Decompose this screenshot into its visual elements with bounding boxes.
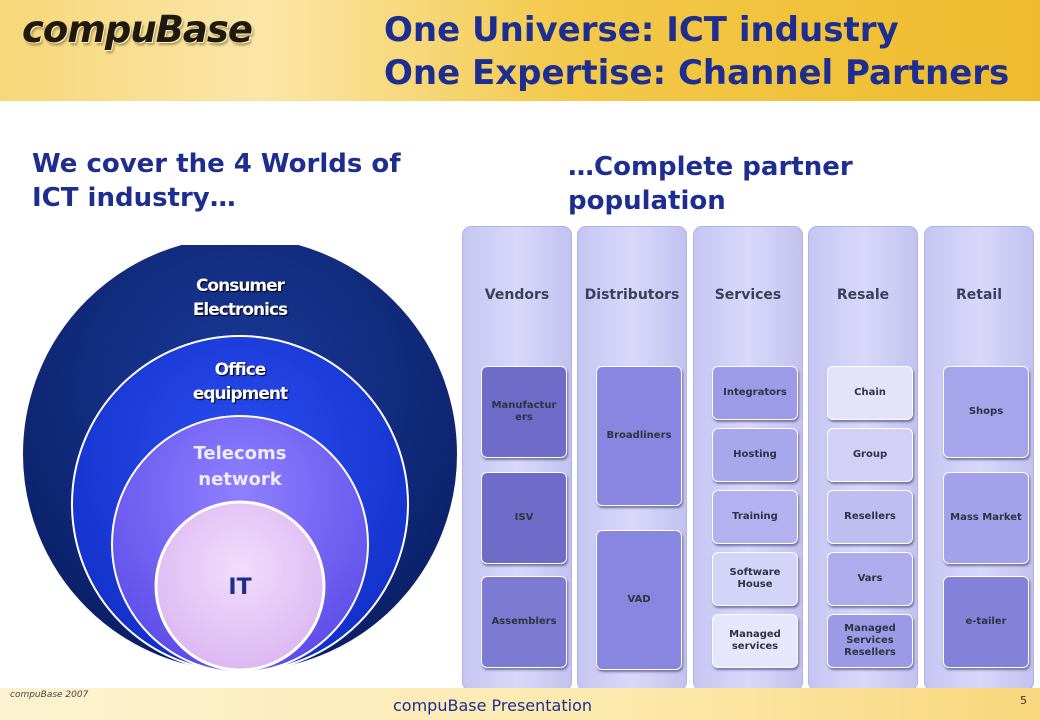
column-distributors: Distributors Broadliners VAD [577,226,687,691]
box-training: Training [712,490,798,544]
footer-bar [0,688,1040,720]
box-e-tailer: e-tailer [943,576,1029,668]
box-broadliners: Broadliners [596,366,682,506]
box-chain: Chain [827,366,913,420]
compubase-logo: compuBase [22,8,253,51]
footer-copyright: compuBase 2007 [10,690,89,700]
column-title-vendors: Vendors [484,287,550,303]
ring-label-consumer-electronics: Consumer Electronics [192,276,288,320]
right-heading: …Complete partner population [568,152,853,216]
column-title-resale: Resale [836,287,890,303]
title-line-1: One Universe: ICT industry [384,10,899,50]
worlds-circles [21,235,459,673]
box-manufacturers: Manufactur ers [481,366,567,458]
column-title-distributors: Distributors [584,287,680,303]
column-title-services: Services [714,287,782,303]
ring-it [154,500,326,672]
column-retail: Retail Shops Mass Market e-tailer [924,226,1034,691]
column-vendors: Vendors Manufactur ers ISV Assemblers [462,226,572,691]
box-vad: VAD [596,530,682,670]
column-services: Services Integrators Hosting Training So… [693,226,803,691]
box-managed-services-resellers: Managed Services Resellers [827,614,913,668]
box-shops: Shops [943,366,1029,458]
page-number: 5 [1020,694,1027,707]
footer-title: compuBase Presentation [393,696,592,715]
box-managed-services: Managed services [712,614,798,668]
ring-label-telecoms-network: Telecoms network [193,443,287,490]
ring-label-office-equipment: Office equipment [192,360,288,404]
box-resellers: Resellers [827,490,913,544]
box-hosting: Hosting [712,428,798,482]
box-integrators: Integrators [712,366,798,420]
ring-label-it: IT [228,575,252,600]
title-line-2: One Expertise: Channel Partners [384,53,1010,93]
header-bar [0,0,1040,101]
box-assemblers: Assemblers [481,576,567,668]
box-software-house: Software House [712,552,798,606]
column-resale: Resale Chain Group Resellers Vars Manage… [808,226,918,691]
box-group: Group [827,428,913,482]
box-vars: Vars [827,552,913,606]
left-heading: We cover the 4 Worlds of ICT industry… [32,149,401,213]
box-mass-market: Mass Market [943,472,1029,564]
box-isv: ISV [481,472,567,564]
column-title-retail: Retail [955,287,1002,303]
ict-worlds-diagram: Consumer Electronics Office equipment Te… [0,235,470,685]
